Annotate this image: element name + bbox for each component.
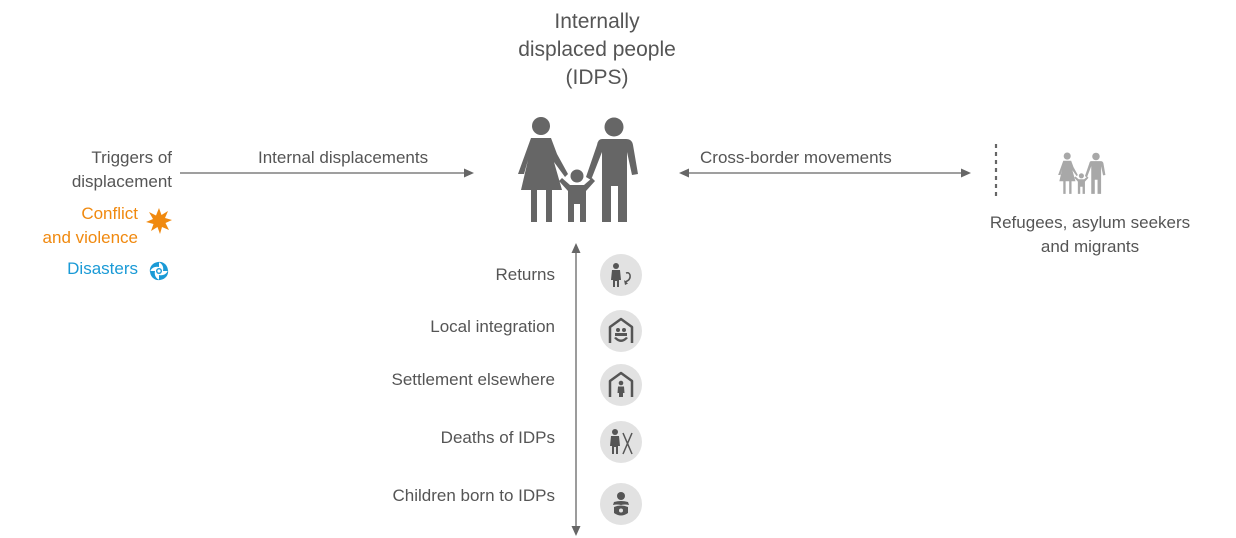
refugees-label: Refugees, asylum seekers and migrants — [989, 213, 1191, 256]
cross-border-label: Cross-border movements — [700, 148, 892, 167]
outflows-arrow — [571, 243, 581, 536]
outflow-label-deaths: Deaths of IDPs — [440, 428, 555, 447]
outflow-label-settlement-elsewhere: Settlement elsewhere — [391, 370, 555, 389]
outflow-label-children-born: Children born to IDPs — [392, 486, 555, 505]
cross-border-arrow — [679, 168, 971, 178]
refugee-family-icon — [1058, 152, 1106, 194]
cyclone-icon — [149, 261, 169, 281]
internal-displacements-label: Internal displacements — [258, 148, 429, 167]
person-return-icon — [600, 254, 642, 296]
idp-family-icon — [518, 117, 638, 222]
outflow-label-local-integration: Local integration — [430, 317, 555, 336]
diagram-title: Internally displaced people (IDPS) — [518, 10, 676, 89]
baby-icon — [600, 483, 642, 525]
internal-displacements-arrow — [180, 168, 474, 178]
explosion-icon — [146, 208, 172, 234]
outflow-label-returns: Returns — [495, 265, 555, 284]
conflict-label: Conflict and violence — [42, 204, 138, 247]
person-death-icon — [600, 421, 642, 463]
border-line — [994, 144, 998, 198]
house-family-icon — [600, 310, 642, 352]
triggers-heading: Triggers of displacement — [71, 148, 172, 191]
disasters-label: Disasters — [67, 259, 138, 278]
house-person-icon — [600, 364, 642, 406]
